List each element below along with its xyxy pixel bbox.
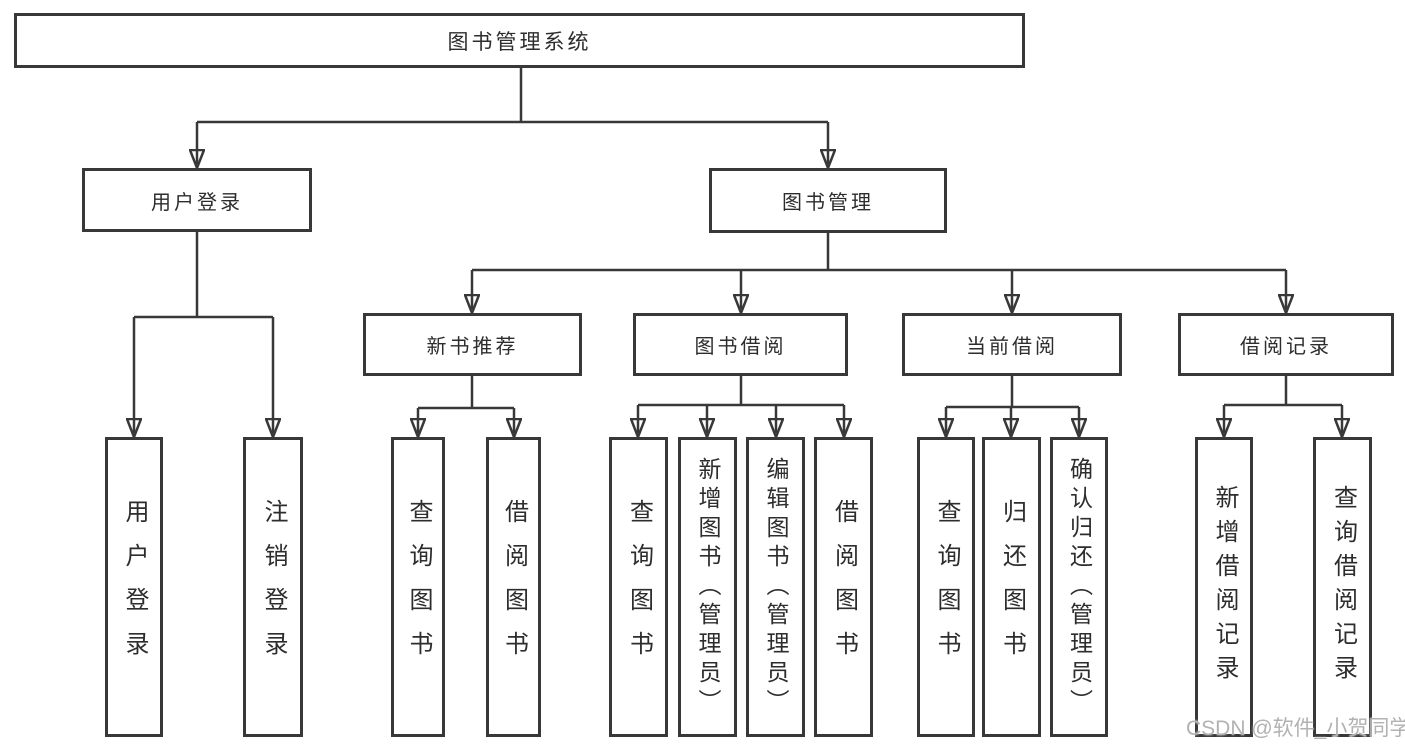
leaf-logout-label: 注销登录	[260, 499, 287, 675]
node-root: 图书管理系统	[14, 13, 1025, 68]
leaf-br-add-record-label: 新增借阅记录	[1211, 485, 1238, 689]
connector-user-login-children	[134, 232, 273, 319]
leaf-br-query-record: 查询借阅记录	[1313, 437, 1372, 737]
node-current-borrow-label: 当前借阅	[966, 336, 1058, 358]
node-new-book-recommend: 新书推荐	[363, 313, 582, 376]
leaf-cb-query-books-label: 查询图书	[933, 499, 960, 675]
connector-records-children	[1224, 376, 1342, 407]
connector-borrow-children	[638, 376, 844, 407]
leaf-br-query-record-label: 查询借阅记录	[1329, 485, 1357, 689]
leaf-rec-borrow-books: 借阅图书	[486, 437, 541, 737]
leaf-rec-query-books-label: 查询图书	[405, 499, 432, 675]
node-book-management: 图书管理	[709, 168, 947, 233]
connector-current-children	[946, 376, 1079, 409]
connector-book-management-children	[472, 233, 1286, 272]
node-borrow-records-label: 借阅记录	[1240, 336, 1332, 358]
node-book-borrow: 图书借阅	[633, 313, 848, 376]
node-borrow-records: 借阅记录	[1178, 313, 1394, 376]
node-book-management-label: 图书管理	[782, 192, 874, 214]
leaf-cb-return-books: 归还图书	[982, 437, 1041, 737]
leaf-br-add-record: 新增借阅记录	[1195, 437, 1253, 737]
node-user-login-label: 用户登录	[151, 191, 243, 214]
leaf-bb-add-books-admin: 新增图书（管理员）	[678, 437, 737, 737]
node-current-borrow: 当前借阅	[902, 313, 1122, 376]
leaf-bb-borrow-books: 借阅图书	[814, 437, 873, 737]
leaf-logout: 注销登录	[243, 437, 303, 737]
leaf-rec-query-books: 查询图书	[391, 437, 445, 737]
leaf-cb-confirm-return-admin: 确认归还（管理员）	[1050, 437, 1108, 737]
leaf-bb-edit-books-admin: 编辑图书（管理员）	[746, 437, 805, 737]
leaf-rec-borrow-books-label: 借阅图书	[500, 499, 528, 675]
watermark-text: CSDN @软件_小贺同学	[1186, 717, 1405, 740]
node-root-label: 图书管理系统	[447, 30, 592, 54]
leaf-user-login: 用户登录	[105, 437, 163, 737]
leaf-bb-borrow-books-label: 借阅图书	[830, 499, 858, 675]
connector-root-l2	[197, 66, 828, 124]
leaf-user-login-label: 用户登录	[121, 499, 148, 675]
leaf-cb-query-books: 查询图书	[917, 437, 975, 737]
node-user-login: 用户登录	[82, 168, 312, 232]
leaf-cb-return-books-label: 归还图书	[998, 499, 1026, 675]
node-book-borrow-label: 图书借阅	[694, 336, 787, 358]
leaf-bb-query-books: 查询图书	[609, 437, 668, 737]
leaf-bb-edit-books-admin-label: 编辑图书（管理员）	[763, 456, 789, 718]
node-new-book-recommend-label: 新书推荐	[426, 336, 519, 358]
leaf-cb-confirm-return-admin-label: 确认归还（管理员）	[1066, 456, 1093, 718]
leaf-bb-query-books-label: 查询图书	[625, 499, 653, 675]
leaf-bb-add-books-admin-label: 新增图书（管理员）	[695, 456, 721, 718]
connector-recommend-children	[418, 376, 514, 410]
